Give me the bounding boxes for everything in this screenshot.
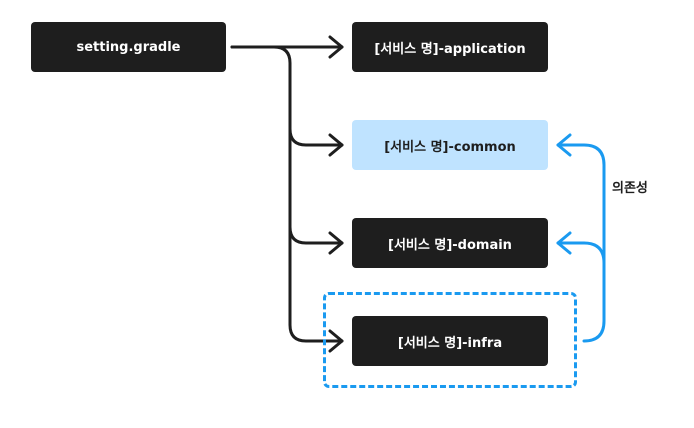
node-infra-label: [서비스 명]-infra bbox=[397, 335, 503, 351]
infra-highlight-frame bbox=[323, 292, 577, 388]
node-setting-gradle-label: setting.gradle bbox=[76, 39, 181, 55]
dependency-label: 의존성 bbox=[612, 181, 648, 196]
node-application: [서비스 명]-application bbox=[352, 22, 548, 72]
edge-infra-domain bbox=[556, 241, 606, 265]
arrowhead-common bbox=[328, 133, 344, 157]
edge-infra-common bbox=[556, 143, 606, 343]
node-common: [서비스 명]-common bbox=[352, 120, 548, 170]
edge-root-domain bbox=[288, 225, 344, 245]
node-common-label: [서비스 명]-common bbox=[384, 139, 516, 155]
edge-root-trunk bbox=[230, 45, 344, 343]
arrowhead-dep-common bbox=[556, 133, 572, 157]
arrowhead-domain bbox=[328, 231, 344, 255]
node-application-label: [서비스 명]-application bbox=[374, 41, 526, 57]
node-setting-gradle: setting.gradle bbox=[31, 22, 226, 72]
edge-root-common bbox=[288, 127, 344, 147]
node-infra: [서비스 명]-infra bbox=[352, 316, 548, 366]
arrowhead-infra bbox=[328, 329, 344, 353]
arrowhead-dep-domain bbox=[556, 231, 572, 255]
node-domain: [서비스 명]-domain bbox=[352, 218, 548, 268]
node-domain-label: [서비스 명]-domain bbox=[388, 237, 512, 253]
arrowhead-application bbox=[328, 35, 344, 59]
